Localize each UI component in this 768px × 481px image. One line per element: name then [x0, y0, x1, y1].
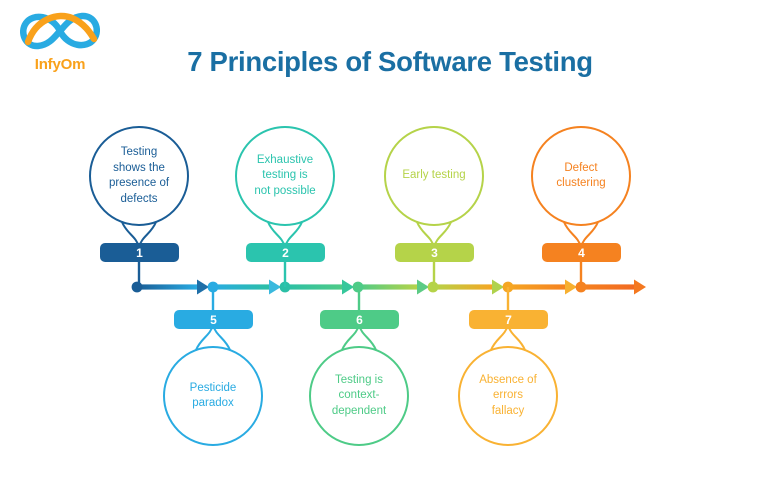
principle-pill-6[interactable] — [320, 310, 399, 329]
timeline-segment — [213, 284, 269, 290]
principle-2[interactable] — [235, 126, 335, 287]
timeline-segment — [433, 284, 492, 290]
balloon-circle-1[interactable] — [89, 126, 189, 226]
timeline-arrow-head — [634, 279, 646, 295]
timeline-segment — [285, 284, 342, 290]
principle-pill-3[interactable] — [395, 243, 474, 262]
timeline-arrow-head — [565, 279, 577, 295]
timeline-segment — [508, 284, 565, 290]
page-title: 7 Principles of Software Testing — [187, 46, 593, 77]
timeline-arrow-head — [197, 279, 209, 295]
balloons-layer — [89, 126, 631, 446]
timeline-segment — [358, 284, 417, 290]
brand-logo-text: InfyOm — [34, 56, 86, 73]
balloon-circle-4[interactable] — [531, 126, 631, 226]
timeline-axis — [131, 279, 646, 295]
principle-pill-5[interactable] — [174, 310, 253, 329]
principle-pill-1[interactable] — [100, 243, 179, 262]
principle-pill-7[interactable] — [469, 310, 548, 329]
timeline-segment — [581, 284, 634, 290]
principle-1[interactable] — [89, 126, 189, 287]
principle-5[interactable] — [163, 287, 263, 446]
balloon-circle-3[interactable] — [384, 126, 484, 226]
balloon-circle-6[interactable] — [309, 346, 409, 446]
timeline-arrow-head — [342, 279, 354, 295]
timeline-segment — [137, 284, 197, 290]
principle-3[interactable] — [384, 126, 484, 287]
infinity-logo-icon — [14, 6, 106, 56]
principle-7[interactable] — [458, 287, 558, 446]
timeline-node-dot[interactable] — [131, 281, 143, 293]
timeline-arrow-head — [269, 279, 281, 295]
principle-pill-2[interactable] — [246, 243, 325, 262]
timeline-arrow-head — [417, 279, 429, 295]
principle-pill-4[interactable] — [542, 243, 621, 262]
balloon-circle-7[interactable] — [458, 346, 558, 446]
brand-logo[interactable]: InfyOm — [14, 6, 106, 80]
timeline-arrow-head — [492, 279, 504, 295]
principle-4[interactable] — [531, 126, 631, 287]
principle-6[interactable] — [309, 287, 409, 446]
balloon-circle-2[interactable] — [235, 126, 335, 226]
balloon-circle-5[interactable] — [163, 346, 263, 446]
